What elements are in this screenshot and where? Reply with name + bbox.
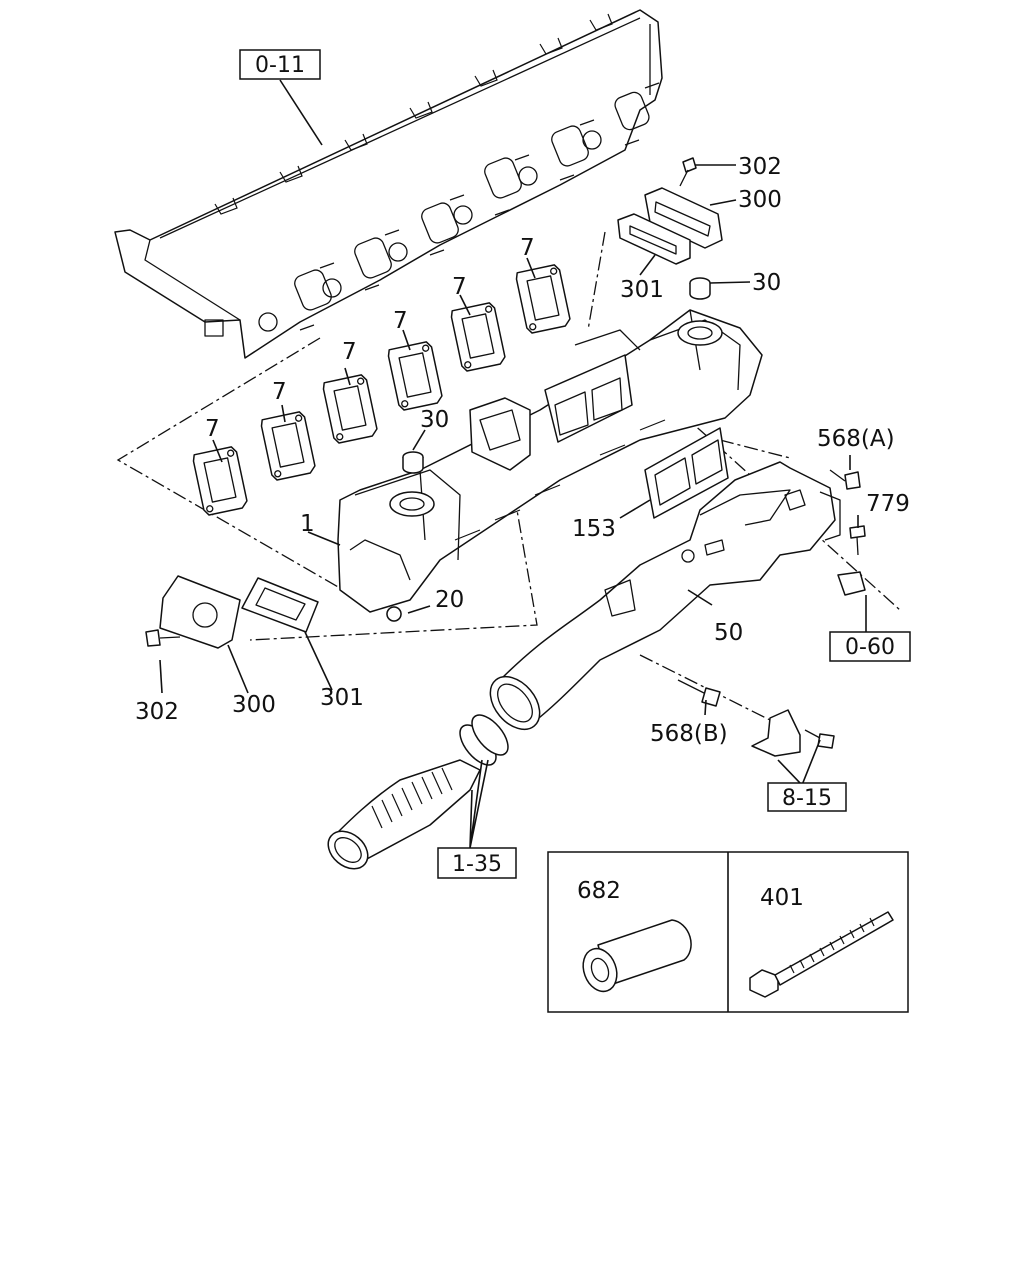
callout-1: 1 bbox=[300, 511, 315, 537]
ref-box-1-35: 1-35 bbox=[437, 847, 517, 879]
callout-30-right: 30 bbox=[752, 270, 781, 296]
callout-7-5: 7 bbox=[452, 274, 467, 300]
cap-right bbox=[689, 277, 711, 300]
bolt-568b bbox=[677, 679, 721, 707]
gasket-3 bbox=[322, 374, 378, 444]
gasket-1 bbox=[192, 446, 248, 516]
callout-301-top: 301 bbox=[620, 277, 664, 303]
ref-label-1-35: 1-35 bbox=[452, 852, 502, 877]
callout-153: 153 bbox=[572, 516, 616, 542]
callout-568b: 568(B) bbox=[650, 721, 728, 747]
cable-tie-401 bbox=[749, 911, 894, 998]
cover-left bbox=[159, 575, 241, 649]
alignment-lines bbox=[116, 231, 901, 726]
sleeve-682 bbox=[582, 919, 692, 993]
gasket-4 bbox=[387, 341, 443, 411]
callout-301-left: 301 bbox=[320, 685, 364, 711]
bolt-568a bbox=[829, 469, 861, 490]
hose bbox=[327, 714, 509, 870]
callout-50: 50 bbox=[714, 620, 743, 646]
callout-7-4: 7 bbox=[393, 308, 408, 334]
ref-label-0-60: 0-60 bbox=[845, 635, 895, 660]
intake-gaskets bbox=[192, 264, 571, 516]
callout-682: 682 bbox=[577, 878, 621, 904]
ref-box-0-60: 0-60 bbox=[829, 631, 911, 662]
callout-7-3: 7 bbox=[342, 339, 357, 365]
intake-pipe bbox=[489, 461, 841, 731]
callout-30-left: 30 bbox=[420, 407, 449, 433]
intake-manifold bbox=[337, 309, 763, 622]
gasket-left bbox=[241, 577, 319, 633]
callout-7-1: 7 bbox=[205, 416, 220, 442]
gasket-153 bbox=[644, 427, 729, 519]
nut-20 bbox=[386, 606, 402, 622]
gasket-top bbox=[617, 213, 691, 265]
ref-box-8-15: 8-15 bbox=[767, 782, 847, 812]
bolt-top bbox=[679, 157, 697, 187]
callout-300-left: 300 bbox=[232, 692, 276, 718]
callout-779: 779 bbox=[866, 491, 910, 517]
bolt-779 bbox=[849, 525, 866, 556]
callout-7-2: 7 bbox=[272, 379, 287, 405]
ref-label-8-15: 8-15 bbox=[782, 786, 832, 811]
cylinder-head bbox=[114, 9, 663, 359]
leader-lines bbox=[159, 164, 867, 966]
callout-7-6: 7 bbox=[520, 235, 535, 261]
callout-401: 401 bbox=[760, 885, 804, 911]
support-bracket bbox=[751, 709, 835, 757]
bolt-left bbox=[145, 629, 181, 647]
gasket-6 bbox=[515, 264, 571, 334]
cap-left bbox=[402, 451, 424, 474]
clip-0-60 bbox=[837, 571, 866, 596]
callout-302-top: 302 bbox=[738, 154, 782, 180]
callout-300-top: 300 bbox=[738, 187, 782, 213]
gasket-5 bbox=[450, 302, 506, 372]
ref-box-0-11: 0-11 bbox=[239, 49, 321, 80]
callout-20: 20 bbox=[435, 587, 464, 613]
gasket-2 bbox=[260, 411, 316, 481]
inset-box bbox=[547, 851, 909, 1013]
callouts: 302 300 301 30 30 7 7 7 7 7 7 568(A) 779… bbox=[135, 154, 910, 911]
ref-label-0-11: 0-11 bbox=[255, 53, 305, 78]
callout-568a: 568(A) bbox=[817, 426, 895, 452]
callout-302-left: 302 bbox=[135, 699, 179, 725]
